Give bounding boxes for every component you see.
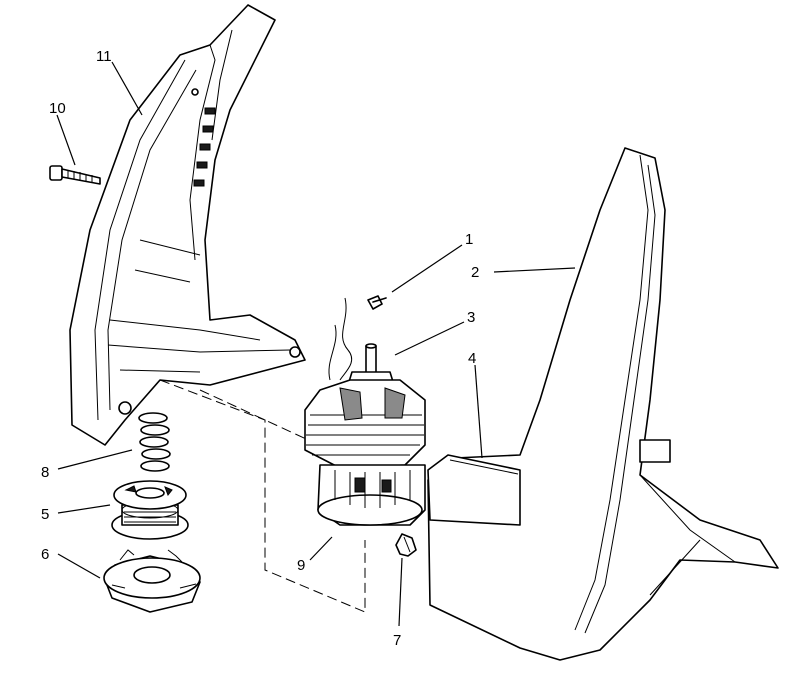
assembly-guide-lines	[159, 379, 366, 613]
left-housing-half	[69, 4, 306, 446]
callout-6: 6	[41, 546, 49, 563]
screw-long	[49, 165, 101, 185]
callout-10: 10	[49, 100, 66, 117]
callout-11: 11	[96, 48, 112, 65]
screw-small	[367, 295, 387, 310]
callout-3: 3	[467, 309, 475, 326]
right-housing-half	[427, 147, 779, 661]
callout-4: 4	[468, 350, 476, 367]
clip	[395, 533, 417, 557]
callout-1: 1	[465, 231, 473, 248]
callout-labels: 11 10 1 2 3 4 8 5 6 9 7	[41, 48, 479, 649]
callout-9: 9	[297, 557, 305, 574]
callout-7: 7	[393, 632, 401, 649]
callout-2: 2	[471, 264, 479, 281]
cover-panel	[427, 454, 521, 526]
motor-shaft	[347, 343, 395, 386]
callout-5: 5	[41, 506, 49, 523]
callout-8: 8	[41, 464, 49, 481]
electric-motor	[304, 297, 426, 526]
spring	[138, 412, 171, 472]
leader-lines	[56, 61, 576, 627]
spool-cap	[103, 549, 201, 613]
line-spool	[111, 480, 189, 540]
